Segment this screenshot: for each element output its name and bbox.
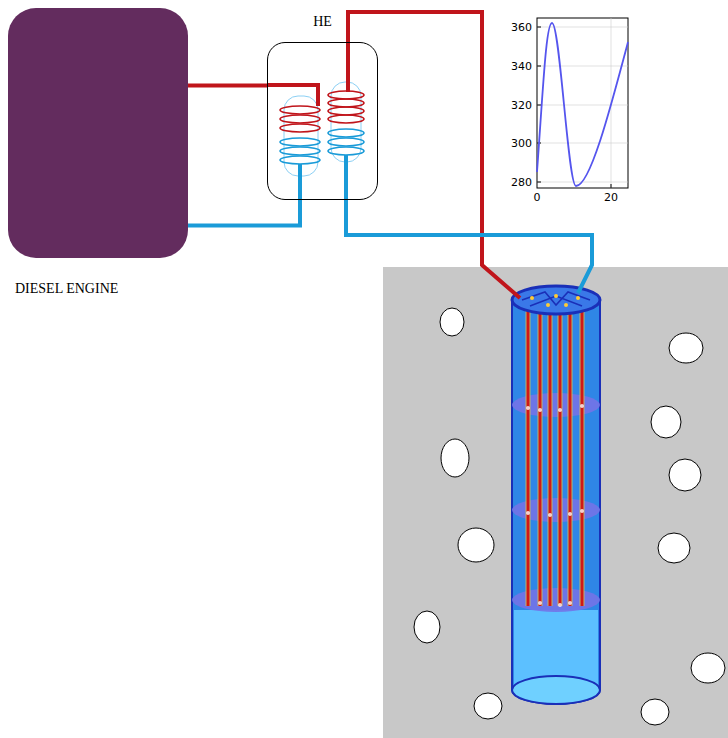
axis-tick-label: 280 [511, 176, 532, 189]
axis-tick-label: 0 [534, 191, 541, 204]
ground [383, 267, 728, 738]
heat-exchanger-coils [267, 82, 364, 200]
axis-tick-label: 300 [511, 137, 532, 150]
axis-tick-label: 340 [511, 60, 532, 73]
coolant-pipe [188, 84, 267, 88]
node-title: HE [268, 13, 377, 31]
heat-exchanger-box: HE [267, 42, 378, 200]
axis-tick-label: 360 [511, 21, 532, 34]
axis-tick-label: 320 [511, 99, 532, 112]
coolant-pipe [188, 200, 300, 226]
axis-tick-label: 20 [604, 191, 618, 204]
node-title: DIESEL ENGINE [15, 280, 195, 298]
borehole-exchanger [512, 286, 600, 704]
engine-box: DIESEL ENGINE [8, 8, 188, 258]
temperature-chart [537, 18, 628, 188]
ground-loop-pipes [346, 12, 592, 298]
